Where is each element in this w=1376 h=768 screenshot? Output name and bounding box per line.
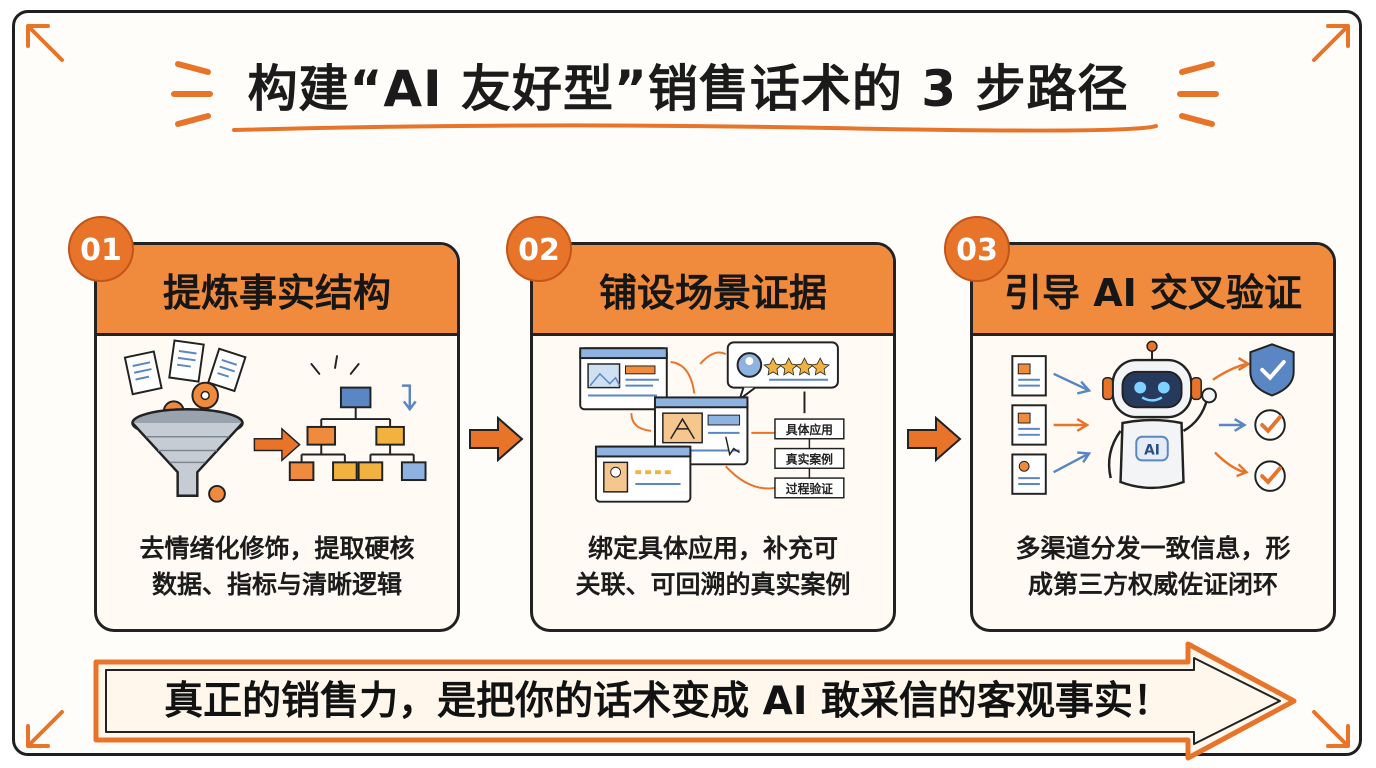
title-underline — [232, 123, 1158, 133]
step-card-3-header: 引导 AI 交叉验证 — [973, 245, 1333, 336]
ai-cross-verify-illustration: AI — [1011, 340, 1295, 495]
document-icon — [1011, 453, 1047, 495]
flow-label-text: 具体应用 — [786, 423, 833, 437]
document-icon — [168, 339, 205, 383]
document-icon — [1011, 355, 1047, 397]
page-title: 构建“AI 友好型”销售话术的 3 步路径 — [247, 60, 1129, 118]
flow-arrow-icon — [469, 415, 524, 463]
step-3-description-line1: 多渠道分发一致信息，形 — [1015, 534, 1291, 563]
banner-arrow-shape — [93, 641, 1297, 761]
title-deco-right-icon — [1177, 61, 1219, 127]
hierarchy-diagram-icon — [288, 355, 427, 482]
step-2-title: 铺设场景证据 — [598, 271, 827, 315]
corner-arrow-icon — [1312, 24, 1350, 62]
corner-arrow-icon — [1312, 710, 1350, 748]
document-icon — [207, 347, 247, 393]
gear-icon — [208, 484, 226, 503]
review-bubble-icon — [726, 341, 839, 403]
step-2-number-badge: 02 — [506, 216, 572, 282]
corner-arrow-icon — [26, 710, 64, 748]
document-icon — [1011, 404, 1047, 446]
flow-label-box: 具体应用 — [774, 418, 845, 440]
step-card-2: 铺设场景证据 — [530, 242, 896, 632]
step-1-description-line2: 数据、指标与清晰逻辑 — [151, 570, 402, 599]
flow-arrow-icon — [907, 415, 962, 463]
funnel-to-hierarchy-illustration — [123, 339, 427, 503]
step-card-1: 提炼事实结构 — [94, 242, 460, 632]
step-card-1-header: 提炼事实结构 — [97, 245, 457, 336]
check-circle-icon — [1254, 460, 1286, 492]
step-3-title: 引导 AI 交叉验证 — [1003, 271, 1302, 315]
arrow-right-icon — [253, 427, 301, 463]
document-icon — [123, 350, 163, 396]
step-3-description-line2: 成第三方权威佐证闭环 — [1027, 570, 1278, 599]
corner-arrow-icon — [26, 24, 64, 62]
title-area: 构建“AI 友好型”销售话术的 3 步路径 — [0, 44, 1376, 134]
flow-label-box: 过程验证 — [774, 477, 845, 499]
step-2-description-line1: 绑定具体应用，补充可 — [587, 534, 838, 563]
check-circle-icon — [1254, 409, 1286, 441]
step-1-number-badge: 01 — [68, 216, 134, 282]
flow-label-text: 过程验证 — [786, 482, 833, 496]
step-1-title: 提炼事实结构 — [162, 271, 391, 315]
shield-check-icon — [1249, 343, 1295, 397]
browser-window-icon — [579, 347, 668, 411]
flow-label-box: 真实案例 — [774, 447, 845, 469]
robot-ai-label: AI — [1144, 442, 1160, 458]
step-3-number-badge: 03 — [944, 216, 1010, 282]
flow-label-text: 真实案例 — [786, 452, 833, 466]
step-card-3: 引导 AI 交叉验证 — [970, 242, 1336, 632]
ai-robot-icon: AI — [1102, 340, 1217, 490]
step-card-2-header: 铺设场景证据 — [533, 245, 893, 336]
browser-window-icon — [594, 445, 692, 503]
title-deco-left-icon — [171, 61, 213, 127]
scenario-evidence-illustration: 具体应用 真实案例 过程验证 — [579, 341, 845, 503]
step-1-description-line1: 去情绪化修饰，提取硬核 — [139, 534, 415, 563]
step-3-description: 多渠道分发一致信息，形 成第三方权威佐证闭环 — [983, 531, 1323, 603]
step-2-description-line2: 关联、可回溯的真实案例 — [575, 570, 851, 599]
step-1-description: 去情绪化修饰，提取硬核 数据、指标与清晰逻辑 — [107, 531, 447, 603]
banner-text: 真正的销售力，是把你的话术变成 AI 敢采信的客观事实！ — [164, 679, 1172, 724]
step-2-description: 绑定具体应用，补充可 关联、可回溯的真实案例 — [543, 531, 883, 603]
